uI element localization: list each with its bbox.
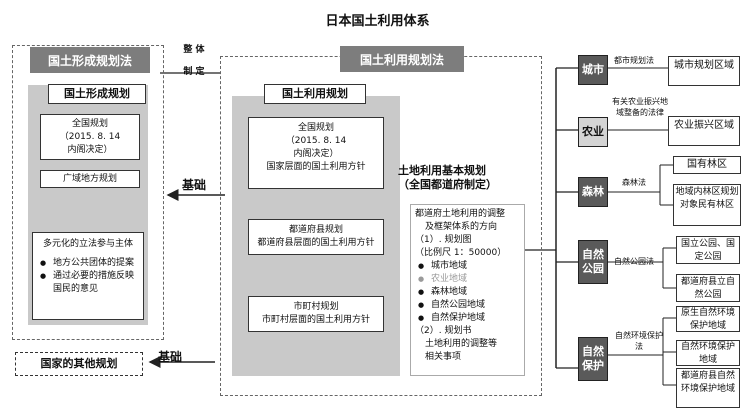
zone-item: 农业地域 <box>415 273 520 286</box>
target-forest-private: 地域内林区规划对象民有林区 <box>673 184 741 226</box>
zone-item: 自然公园地域 <box>415 299 520 312</box>
participation-box: 多元化的立法参与主体 地方公共团体的提案 通过必要的措施反映国民的意见 <box>32 232 144 320</box>
national-plan-decision: 内阁决定） <box>67 145 113 155</box>
law-city: 都市规划法 <box>614 56 654 65</box>
land-formation-law-header: 国土形成规划法 <box>30 47 150 73</box>
target-agriculture: 农业振兴区域 <box>668 116 740 146</box>
target-prefectural-park: 都道府县立自然公园 <box>676 274 740 302</box>
law-nature-conservation: 自然环境保护法 <box>615 331 663 351</box>
land-formation-plan-title: 国土形成规划 <box>48 84 146 104</box>
regional-plan-box: 广域地方规划 <box>40 170 140 188</box>
zone-item: 森林地域 <box>415 286 520 299</box>
page-title: 日本国土利用体系 <box>325 14 430 29</box>
zone-item: 城市地域 <box>415 260 520 273</box>
target-city: 城市规划区域 <box>668 56 740 86</box>
land-formation-law-frame <box>12 45 164 340</box>
participation-item: 通过必要的措施反映国民的意见 <box>37 270 139 296</box>
national-plan-date: （2015. 8. 14 <box>59 132 121 142</box>
land-use-plan-title: 国土利用规划 <box>264 84 366 104</box>
target-wilderness-area: 原生自然环境保护地域 <box>676 306 740 332</box>
law-natural-park: 自然公园法 <box>614 257 654 266</box>
municipal-plan-box: 市町村规划 市町村层面的国土利用方针 <box>248 296 384 332</box>
category-city: 城市 <box>578 55 608 85</box>
national-plan-label: 全国规划 <box>71 119 108 129</box>
participation-title: 多元化的立法参与主体 <box>42 239 133 249</box>
category-forest: 森林 <box>578 177 608 207</box>
basic-plan-content-box: 都道府土地利用的调整 及框架体系的方向 （1）. 规划图 （比例尺 1：5000… <box>410 204 525 376</box>
law-agriculture: 有关农业振兴地域整备的法律 <box>612 97 668 117</box>
base-label-left: 基础 <box>182 178 207 192</box>
basic-land-use-plan-title: 土地利用基本规划 （全国都道府制定） <box>398 164 497 191</box>
national-land-use-plan-box: 全国规划 （2015. 8. 14 内阁决定） 国家层面的国土利用方针 <box>248 117 384 189</box>
participation-item: 地方公共团体的提案 <box>37 257 139 270</box>
zone-item: 自然保护地域 <box>415 312 520 325</box>
base-label-other: 基础 <box>158 350 183 364</box>
target-national-park: 国立公园、国定公园 <box>676 236 740 264</box>
target-forest-national: 国有林区 <box>673 156 741 174</box>
category-agriculture: 农业 <box>578 117 608 147</box>
law-forest: 森林法 <box>622 178 646 187</box>
integrate-label: 整 体 制 定 <box>183 45 205 77</box>
category-nature-conservation: 自然保护 <box>578 337 608 381</box>
target-prefectural-conservation-area: 都道府县自然环境保护地域 <box>676 368 740 408</box>
prefecture-plan-box: 都道府县规划 都道府县层面的国土利用方针 <box>248 219 384 255</box>
category-natural-park: 自然公园 <box>578 240 608 284</box>
other-national-plans-box: 国家的其他规划 <box>15 352 143 376</box>
target-nature-conservation-area: 自然环境保护地域 <box>676 340 740 366</box>
land-use-law-header: 国土利用规划法 <box>340 46 464 72</box>
national-plan-box: 全国规划 （2015. 8. 14 内阁决定） <box>40 114 140 160</box>
